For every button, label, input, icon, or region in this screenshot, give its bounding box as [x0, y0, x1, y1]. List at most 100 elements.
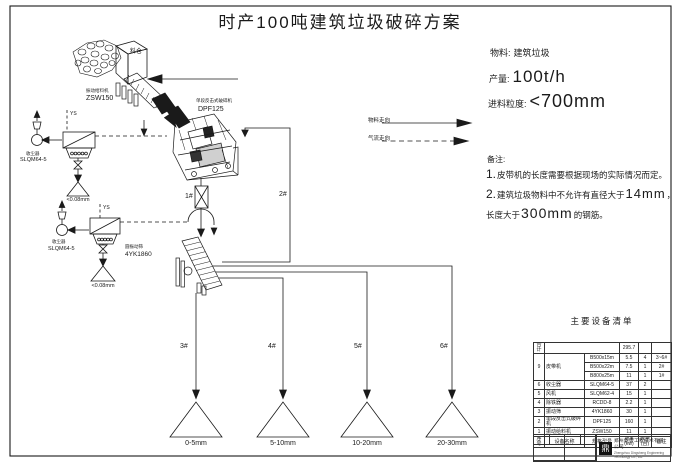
- ys-label-1: YS: [70, 111, 77, 117]
- header-cell: 备注: [651, 436, 672, 448]
- row-remark: [651, 416, 672, 428]
- belt-label-2: 2#: [279, 191, 287, 198]
- dust-collector-1: [31, 109, 167, 197]
- row-remark: [651, 380, 672, 390]
- row-remark: [651, 389, 672, 399]
- note-2-number: 2.: [486, 187, 497, 201]
- row-qty: 1: [638, 362, 652, 372]
- row-qty: 1: [638, 407, 652, 417]
- table-cell: [544, 342, 620, 354]
- feeder-model-label: ZSW150: [86, 95, 114, 102]
- row-qty: 1: [638, 416, 652, 428]
- row-no: 6: [533, 380, 545, 390]
- collector-1-model-label: SLQM64-5: [20, 157, 47, 163]
- spec-material-value: 建筑垃圾: [513, 48, 550, 58]
- row-remark: 3~6#: [651, 353, 672, 363]
- row-name: 除铁器: [544, 398, 585, 408]
- table-cell: [638, 342, 652, 354]
- product-pile-1: [169, 401, 223, 438]
- equipment-table-title: 主要设备清单: [570, 316, 634, 326]
- row-power: 5.5: [619, 353, 639, 363]
- row-remark: 2#: [651, 362, 672, 372]
- total-value: 295.7: [619, 342, 639, 354]
- spec-feed-value: <700mm: [529, 91, 607, 111]
- row-model: DPF125: [584, 416, 620, 428]
- feeder-name-label: 振动给料机: [86, 88, 109, 93]
- row-power: 30: [619, 407, 639, 417]
- row-no: 5: [533, 389, 545, 399]
- row-qty: 2: [638, 380, 652, 390]
- product-piles: [169, 401, 479, 438]
- title-block-company: 鼎 郑州鼎盛工程技术有限公司 Zhengzhou Dingsheng Engin…: [597, 435, 670, 461]
- hopper-drawing: [115, 40, 149, 85]
- company-logo: 鼎: [599, 441, 612, 455]
- row-no: 4: [533, 398, 545, 408]
- row-name: 皮带机: [544, 353, 585, 381]
- row-model: B500x15m: [584, 353, 620, 363]
- hopper-label: 料仓: [130, 49, 143, 55]
- ys-label-2: YS: [103, 205, 110, 211]
- legend-air-flow-label: 气流走向: [368, 136, 391, 142]
- table-total-row: 合计 295.7: [533, 342, 672, 354]
- belt-label-6: 6#: [440, 343, 448, 350]
- screen-name-label: 圆振动筛: [125, 244, 143, 249]
- row-name: 单段反击式破碎机: [544, 416, 585, 428]
- product-pile-3: [340, 401, 394, 438]
- spec-material: 物料: 建筑垃圾: [490, 49, 550, 58]
- title-block: 鼎 郑州鼎盛工程技术有限公司 Zhengzhou Dingsheng Engin…: [533, 434, 671, 462]
- belt-2-return-line: [222, 127, 291, 263]
- screen-model-label: 4YK1860: [125, 251, 152, 258]
- spec-feed-size: 进料粒度: <700mm: [488, 92, 606, 110]
- row-model: 4YK1860: [584, 407, 620, 417]
- note-3-text-b: 的钢筋。: [573, 210, 608, 220]
- note-3: 长度大于 300mm 的钢筋。: [486, 206, 608, 220]
- title-block-revision-grid: [534, 435, 597, 461]
- crusher-model-label: DPF125: [198, 106, 224, 113]
- screen-drawing: [175, 236, 228, 296]
- feeder-drawing: [115, 72, 176, 115]
- row-remark: 1#: [651, 371, 672, 381]
- row-remark: [651, 407, 672, 417]
- belt-label-3: 3#: [180, 343, 188, 350]
- spec-material-label: 物料:: [490, 48, 511, 58]
- dust-collector-2: [56, 199, 218, 282]
- row-no: 9: [533, 353, 545, 381]
- row-model: RCDD-8: [584, 398, 620, 408]
- company-name-en: Zhengzhou Dingsheng Engineering Technolo…: [614, 450, 664, 459]
- note-1-text: 皮带机的长度需要根据现场的实际情况而定。: [497, 170, 668, 180]
- row-power: 7.5: [619, 362, 639, 372]
- row-name: 收尘器: [544, 380, 585, 390]
- row-power: 160: [619, 416, 639, 428]
- row-model: SLQM62-4: [584, 389, 620, 399]
- note-1: 1. 皮带机的长度需要根据现场的实际情况而定。: [486, 168, 667, 180]
- note-2-text: 建筑垃圾物料中不允许有直径大于: [497, 190, 625, 200]
- fines-label-1: <0.08mm: [66, 197, 90, 203]
- feed-input-arrow: [146, 74, 238, 84]
- row-qty: 1: [638, 389, 652, 399]
- row-no: 2: [533, 416, 545, 428]
- collector-2-name-label: 收尘器: [52, 239, 66, 244]
- product-label-4: 20-30mm: [437, 440, 467, 447]
- total-label: 合计: [533, 342, 545, 354]
- belt-1-symbol: [194, 178, 209, 238]
- row-name: 风机: [544, 389, 585, 399]
- row-power: 37: [619, 380, 639, 390]
- collector-2-model-label: SLQM64-5: [48, 246, 75, 252]
- note-1-number: 1.: [486, 167, 497, 181]
- row-qty: 1: [638, 371, 652, 381]
- row-remark: [651, 398, 672, 408]
- page-title: 时产100吨建筑垃圾破碎方案: [218, 13, 462, 32]
- legend-arrows: [382, 118, 473, 146]
- belt-label-4: 4#: [268, 343, 276, 350]
- row-power: 2.2: [619, 398, 639, 408]
- belt-label-5: 5#: [354, 343, 362, 350]
- row-name: 振动筛: [544, 407, 585, 417]
